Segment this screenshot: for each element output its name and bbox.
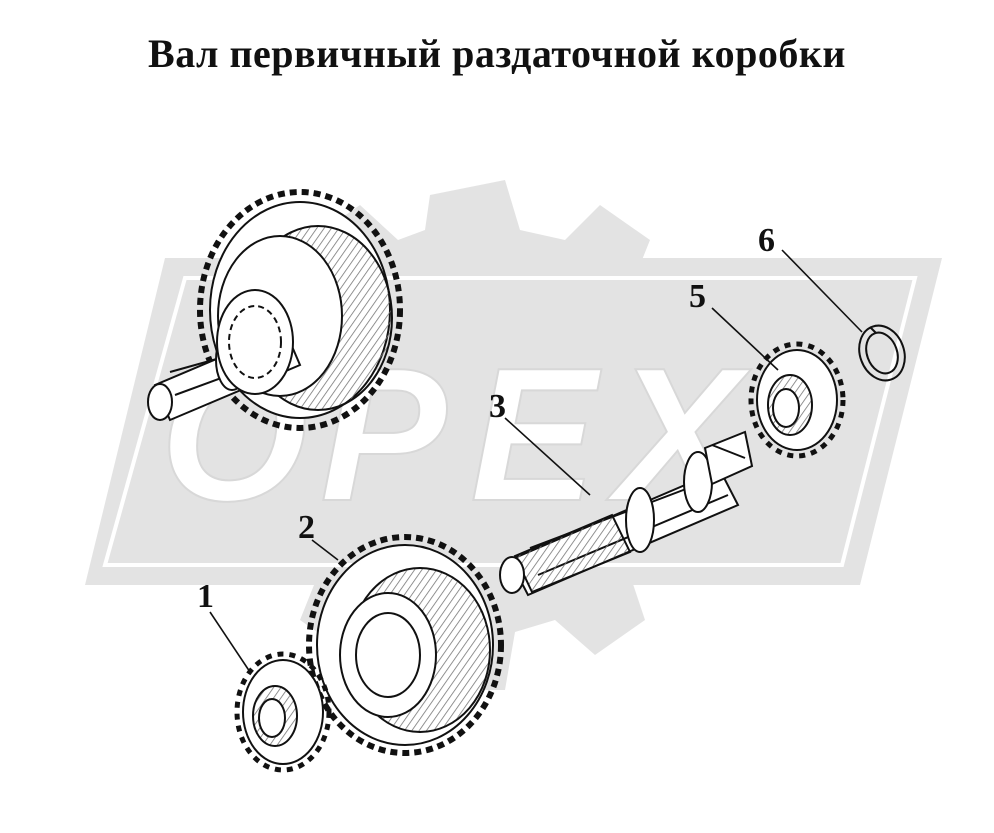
assembly-shaft-with-gear	[148, 192, 400, 428]
leader-line-6	[781, 249, 863, 333]
callout-6: 6	[758, 222, 775, 259]
bearing-rear	[751, 344, 843, 456]
bearing-front	[237, 654, 329, 770]
leader-line-1	[209, 611, 251, 673]
callout-1: 1	[197, 578, 214, 615]
diagram-title: Вал первичный раздаточной коробки	[148, 31, 846, 76]
primary-shaft	[500, 432, 752, 595]
leader-lines	[209, 249, 863, 673]
leader-line-5	[711, 307, 779, 371]
callout-2: 2	[298, 509, 315, 546]
callout-5: 5	[689, 278, 706, 315]
leader-line-3	[504, 417, 591, 496]
snap-ring	[852, 319, 912, 387]
watermark-letter-e: E	[470, 329, 602, 541]
leader-line-2	[311, 539, 339, 561]
callout-3: 3	[489, 388, 506, 425]
assembly-hub	[217, 290, 293, 394]
callout-labels: 1 2 3 5 6	[197, 222, 775, 615]
watermark-band-inner	[102, 276, 918, 567]
driven-gear	[309, 537, 501, 753]
